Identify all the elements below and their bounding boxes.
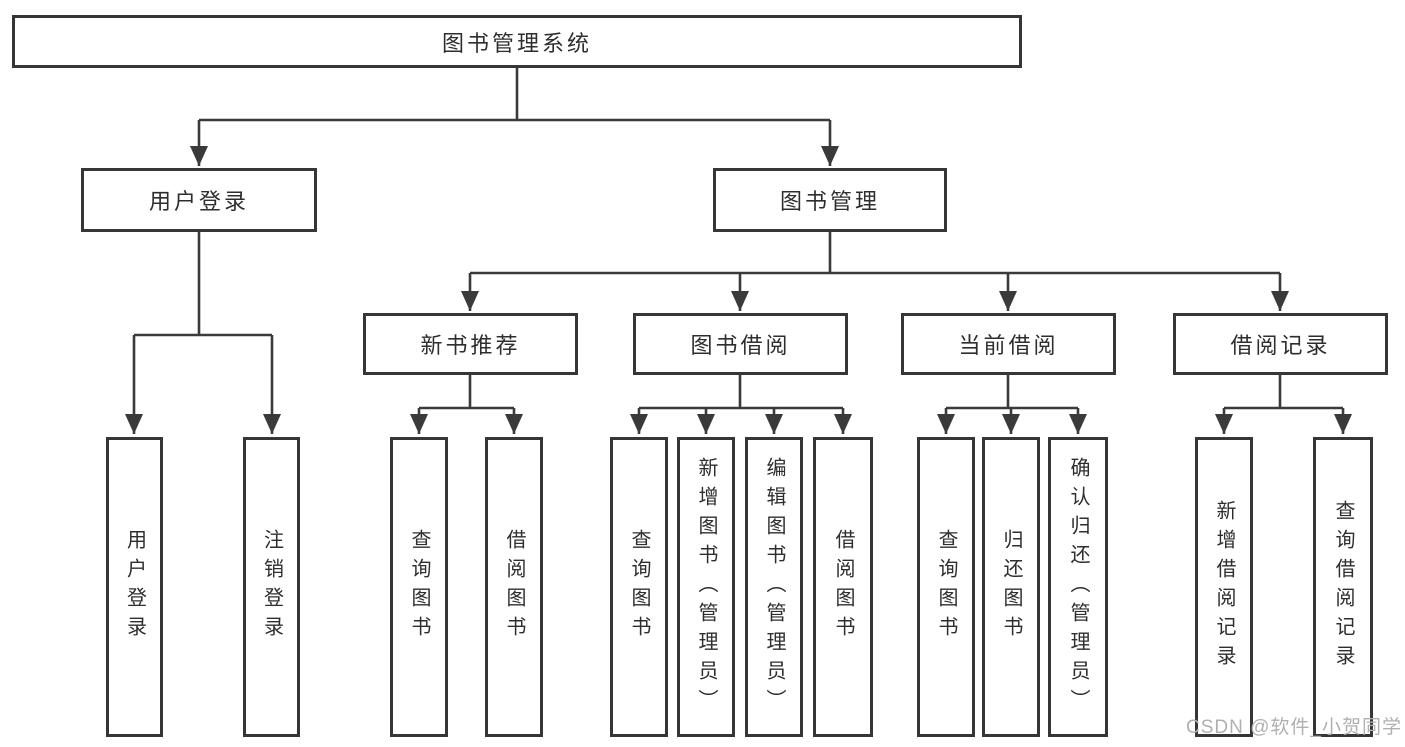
leaf-label: 编辑图书（管理员） [763,456,785,718]
leaf-query-borrow-record: 查询借阅记录 [1313,437,1373,737]
leaf-return-books: 归还图书 [982,437,1040,737]
csdn-watermark: CSDN @软件_小贺同学 [1186,717,1402,738]
edge-book-management-to-modules [461,232,1289,311]
leaf-borrow-books-recommend: 借阅图书 [485,437,543,737]
leaf-label: 查询图书 [408,529,430,645]
edge-new-book-recommend-to-leaves [410,375,523,434]
leaf-label: 借阅图书 [832,529,854,645]
node-root: 图书管理系统 [12,15,1022,68]
leaf-label: 新增图书（管理员） [695,456,717,718]
leaf-label: 归还图书 [1000,529,1022,645]
leaf-label: 新增借阅记录 [1213,500,1235,674]
leaf-query-books-current: 查询图书 [917,437,975,737]
leaf-label: 用户登录 [123,529,146,645]
node-current-borrow: 当前借阅 [901,313,1116,375]
leaf-confirm-return-admin: 确认归还（管理员） [1048,437,1108,737]
node-borrow-records: 借阅记录 [1173,313,1388,375]
leaf-label: 查询图书 [628,529,650,645]
edge-current-borrow-to-leaves [937,375,1087,434]
edge-borrow-records-to-leaves [1215,375,1352,434]
node-book-management: 图书管理 [713,168,947,232]
leaf-label: 借阅图书 [503,529,525,645]
leaf-user-login: 用户登录 [106,437,163,737]
edge-root-to-branches [190,68,839,166]
leaf-logout: 注销登录 [243,437,300,737]
leaf-label: 查询借阅记录 [1332,500,1354,674]
leaf-label: 注销登录 [260,529,283,645]
leaf-query-books-borrow: 查询图书 [610,437,668,737]
leaf-add-borrow-record: 新增借阅记录 [1195,437,1253,737]
leaf-query-books-recommend: 查询图书 [390,437,448,737]
edge-user-login-to-leaves [125,232,281,434]
edge-book-borrow-to-leaves [630,375,852,434]
leaf-borrow-books: 借阅图书 [813,437,873,737]
node-book-borrow: 图书借阅 [633,313,848,375]
node-user-login: 用户登录 [81,168,317,232]
leaf-label: 查询图书 [935,529,957,645]
leaf-add-book-admin: 新增图书（管理员） [677,437,735,737]
node-new-book-recommend: 新书推荐 [363,313,578,375]
leaf-label: 确认归还（管理员） [1067,456,1089,718]
leaf-edit-book-admin: 编辑图书（管理员） [745,437,803,737]
